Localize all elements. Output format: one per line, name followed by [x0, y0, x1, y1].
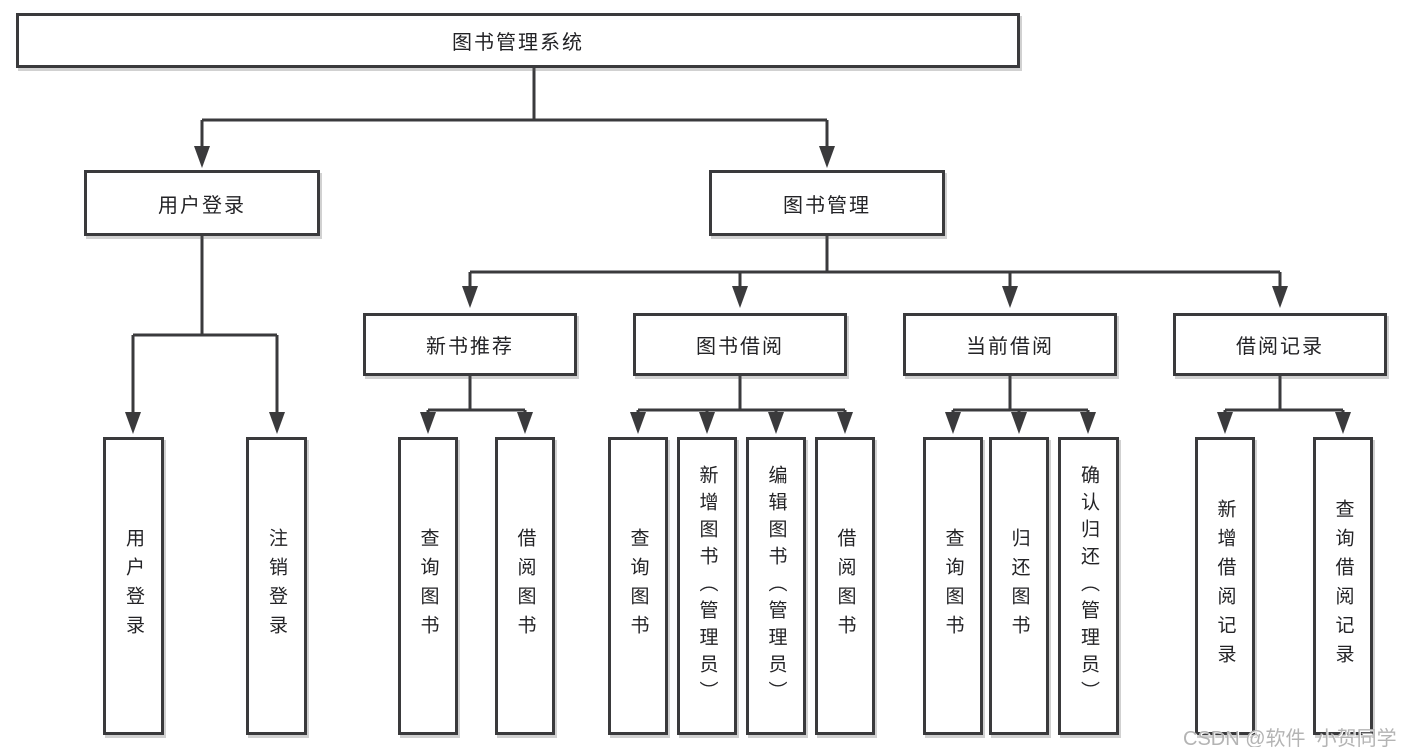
leaf-current-confirm-return-label: 确认归还（管理员）	[1078, 464, 1099, 708]
arrowhead-icon	[837, 412, 853, 434]
leaf-user-login: 用户登录	[103, 437, 164, 735]
connector-current-borrow	[951, 376, 1090, 414]
leaf-user-login-label: 用户登录	[123, 528, 144, 644]
leaf-borrow-add-book-label: 新增图书（管理员）	[696, 464, 718, 708]
leaf-borrow-borrow-book: 借阅图书	[815, 437, 875, 735]
node-borrow-record: 借阅记录	[1173, 313, 1387, 376]
leaf-borrow-query-book: 查询图书	[608, 437, 668, 735]
leaf-current-confirm-return: 确认归还（管理员）	[1058, 437, 1119, 735]
csdn-watermark: CSDN @软件_小贺同学	[1183, 728, 1397, 747]
node-book-management: 图书管理	[709, 170, 945, 236]
arrowhead-icon	[630, 412, 646, 434]
leaf-recommend-query-book-label: 查询图书	[417, 528, 439, 644]
arrowhead-icon	[462, 286, 478, 308]
arrowhead-icon	[194, 146, 210, 168]
leaf-record-query-record-label: 查询借阅记录	[1332, 499, 1354, 673]
connector-root	[200, 68, 829, 148]
connector-borrow-record	[1223, 376, 1345, 414]
arrowhead-icon	[1217, 412, 1233, 434]
leaf-current-return-book: 归还图书	[989, 437, 1049, 735]
arrowhead-icon	[699, 412, 715, 434]
leaf-recommend-borrow-book: 借阅图书	[495, 437, 555, 735]
arrowhead-icon	[125, 412, 141, 434]
arrowhead-icon	[517, 412, 533, 434]
leaf-current-query-book-label: 查询图书	[942, 528, 964, 644]
connector-user-login	[131, 236, 279, 414]
connector-new-book-recommend	[426, 376, 527, 414]
leaf-record-add-record: 新增借阅记录	[1195, 437, 1255, 735]
connector-book-borrow	[636, 376, 847, 414]
leaf-recommend-query-book: 查询图书	[398, 437, 458, 735]
leaf-recommend-borrow-book-label: 借阅图书	[514, 528, 536, 644]
arrowhead-icon	[768, 412, 784, 434]
node-user-login-label: 用户登录	[158, 194, 246, 217]
arrowhead-icon	[1011, 412, 1027, 434]
leaf-record-add-record-label: 新增借阅记录	[1214, 499, 1236, 673]
leaf-borrow-query-book-label: 查询图书	[627, 528, 649, 644]
leaf-logout-login-label: 注销登录	[266, 528, 287, 644]
node-new-book-recommend: 新书推荐	[363, 313, 577, 376]
node-current-borrow: 当前借阅	[903, 313, 1117, 376]
node-borrow-record-label: 借阅记录	[1236, 336, 1324, 358]
leaf-current-return-book-label: 归还图书	[1008, 528, 1030, 644]
arrowhead-icon	[732, 286, 748, 308]
arrowhead-icon	[1080, 412, 1096, 434]
leaf-borrow-edit-book: 编辑图书（管理员）	[746, 437, 806, 735]
node-current-borrow-label: 当前借阅	[966, 336, 1054, 358]
arrowhead-icon	[945, 412, 961, 434]
leaf-current-query-book: 查询图书	[923, 437, 983, 735]
arrowhead-icon	[420, 412, 436, 434]
leaf-borrow-borrow-book-label: 借阅图书	[834, 528, 856, 644]
arrowhead-icon	[269, 412, 285, 434]
node-book-management-label: 图书管理	[783, 194, 871, 217]
leaf-logout-login: 注销登录	[246, 437, 307, 735]
leaf-record-query-record: 查询借阅记录	[1313, 437, 1373, 735]
node-new-book-recommend-label: 新书推荐	[426, 336, 514, 358]
connector-book-management	[468, 236, 1282, 288]
node-user-login: 用户登录	[84, 170, 320, 236]
node-root-system-label: 图书管理系统	[452, 32, 584, 54]
arrowhead-icon	[819, 146, 835, 168]
node-book-borrow: 图书借阅	[633, 313, 847, 376]
leaf-borrow-add-book: 新增图书（管理员）	[677, 437, 737, 735]
node-root-system: 图书管理系统	[16, 13, 1020, 68]
arrowhead-icon	[1272, 286, 1288, 308]
arrowhead-icon	[1335, 412, 1351, 434]
leaf-borrow-edit-book-label: 编辑图书（管理员）	[765, 464, 787, 708]
arrowhead-icon	[1002, 286, 1018, 308]
node-book-borrow-label: 图书借阅	[696, 336, 784, 358]
